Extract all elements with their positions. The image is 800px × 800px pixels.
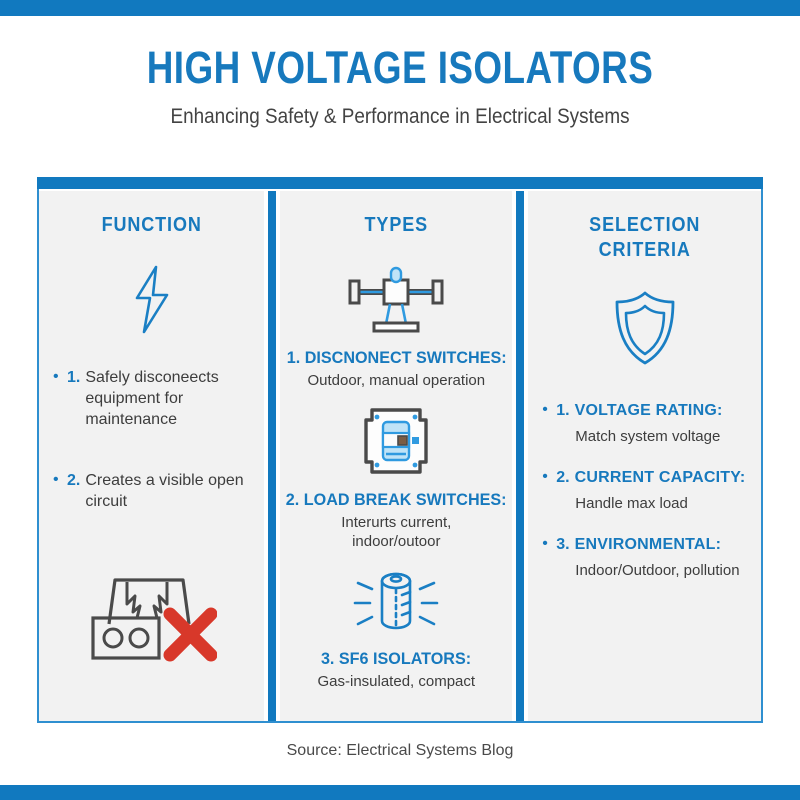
disconnect-switch-icon [344,264,448,341]
bullet-number: 2. [556,469,570,486]
bullet-dot-icon: • [53,368,59,385]
list-item: • 1. Safely disconeects equipment for ma… [53,367,250,430]
list-item: • 3. ENVIRONMENTAL: [542,534,747,555]
load-break-switch-icon [360,404,432,483]
type-2-sub: Interurts current, indoor/outoor [341,514,452,550]
top-accent-bar [0,0,800,16]
list-item: • 2. CURRENT CAPACITY: [542,467,747,488]
bottom-accent-bar [0,785,800,800]
card-top-accent-bar [37,177,763,189]
lightning-bolt-icon [124,264,180,341]
source-caption: Source: Electrical Systems Blog [286,742,514,759]
bullet-dot-icon: • [542,468,548,485]
column-title-selection-criteria: SELECTION CRITERIA [589,214,701,261]
bullet-number: 2. [67,472,81,489]
bullet-dot-icon: • [542,535,548,552]
criteria-bullet-list: • 1. VOLTAGE RATING: Match system voltag… [542,400,747,601]
type-1-head: 1. DISCNONECT SWITCHES: [286,348,507,367]
bullet-dot-icon: • [542,401,548,418]
bullet-text: Safely disconeects equipment for mainten… [85,369,219,428]
bullet-head: ENVIRONMENTAL: [574,536,722,553]
open-circuit-cross-icon [87,554,218,669]
list-item: • 1. VOLTAGE RATING: [542,400,747,421]
bullet-dot-icon: • [53,471,59,488]
bullet-sub: Handle max load [575,495,688,512]
type-2-head: 2. LOAD BREAK SWITCHES: [285,490,507,509]
bullet-head: CURRENT CAPACITY: [574,469,746,486]
header: HIGH VOLTAGE ISOLATORS Enhancing Safety … [0,42,800,130]
column-title-types: TYPES [364,214,429,236]
column-divider-1 [268,191,277,721]
bullet-number: 1. [556,402,570,419]
shield-icon [612,289,678,372]
type-3-head: 3. SF6 ISOLATORS: [321,649,472,668]
page-subtitle: Enhancing Safety & Performance in Electr… [170,105,630,128]
type-1-sub: Outdoor, manual operation [307,372,486,389]
bullet-head: VOLTAGE RATING: [574,402,723,419]
column-types: TYPES 1. DISCNONECT SWITCHES: Outdoor, m… [280,191,513,721]
sf6-cylinder-icon [352,565,440,642]
bullet-sub: Match system voltage [575,428,721,445]
column-selection-criteria: SELECTION CRITERIA • 1. VOLTAGE RATING: … [528,191,761,721]
page-title: HIGH VOLTAGE ISOLATORS [146,42,654,93]
function-bullet-list: • 1. Safely disconeects equipment for ma… [53,367,250,518]
column-divider-2 [516,191,525,721]
columns-container: FUNCTION • 1. Safely disconeects equipme… [37,189,763,723]
column-function: FUNCTION • 1. Safely disconeects equipme… [39,191,265,721]
column-title-function: FUNCTION [101,214,202,236]
bullet-number: 1. [67,369,81,386]
bullet-text: Creates a visible open circuit [85,472,244,510]
type-3-sub: Gas-insulated, compact [317,673,476,690]
list-item: • 2. Creates a visible open circuit [53,470,250,512]
bullet-sub: Indoor/Outdoor, pollution [575,562,740,579]
bullet-number: 3. [556,536,570,553]
